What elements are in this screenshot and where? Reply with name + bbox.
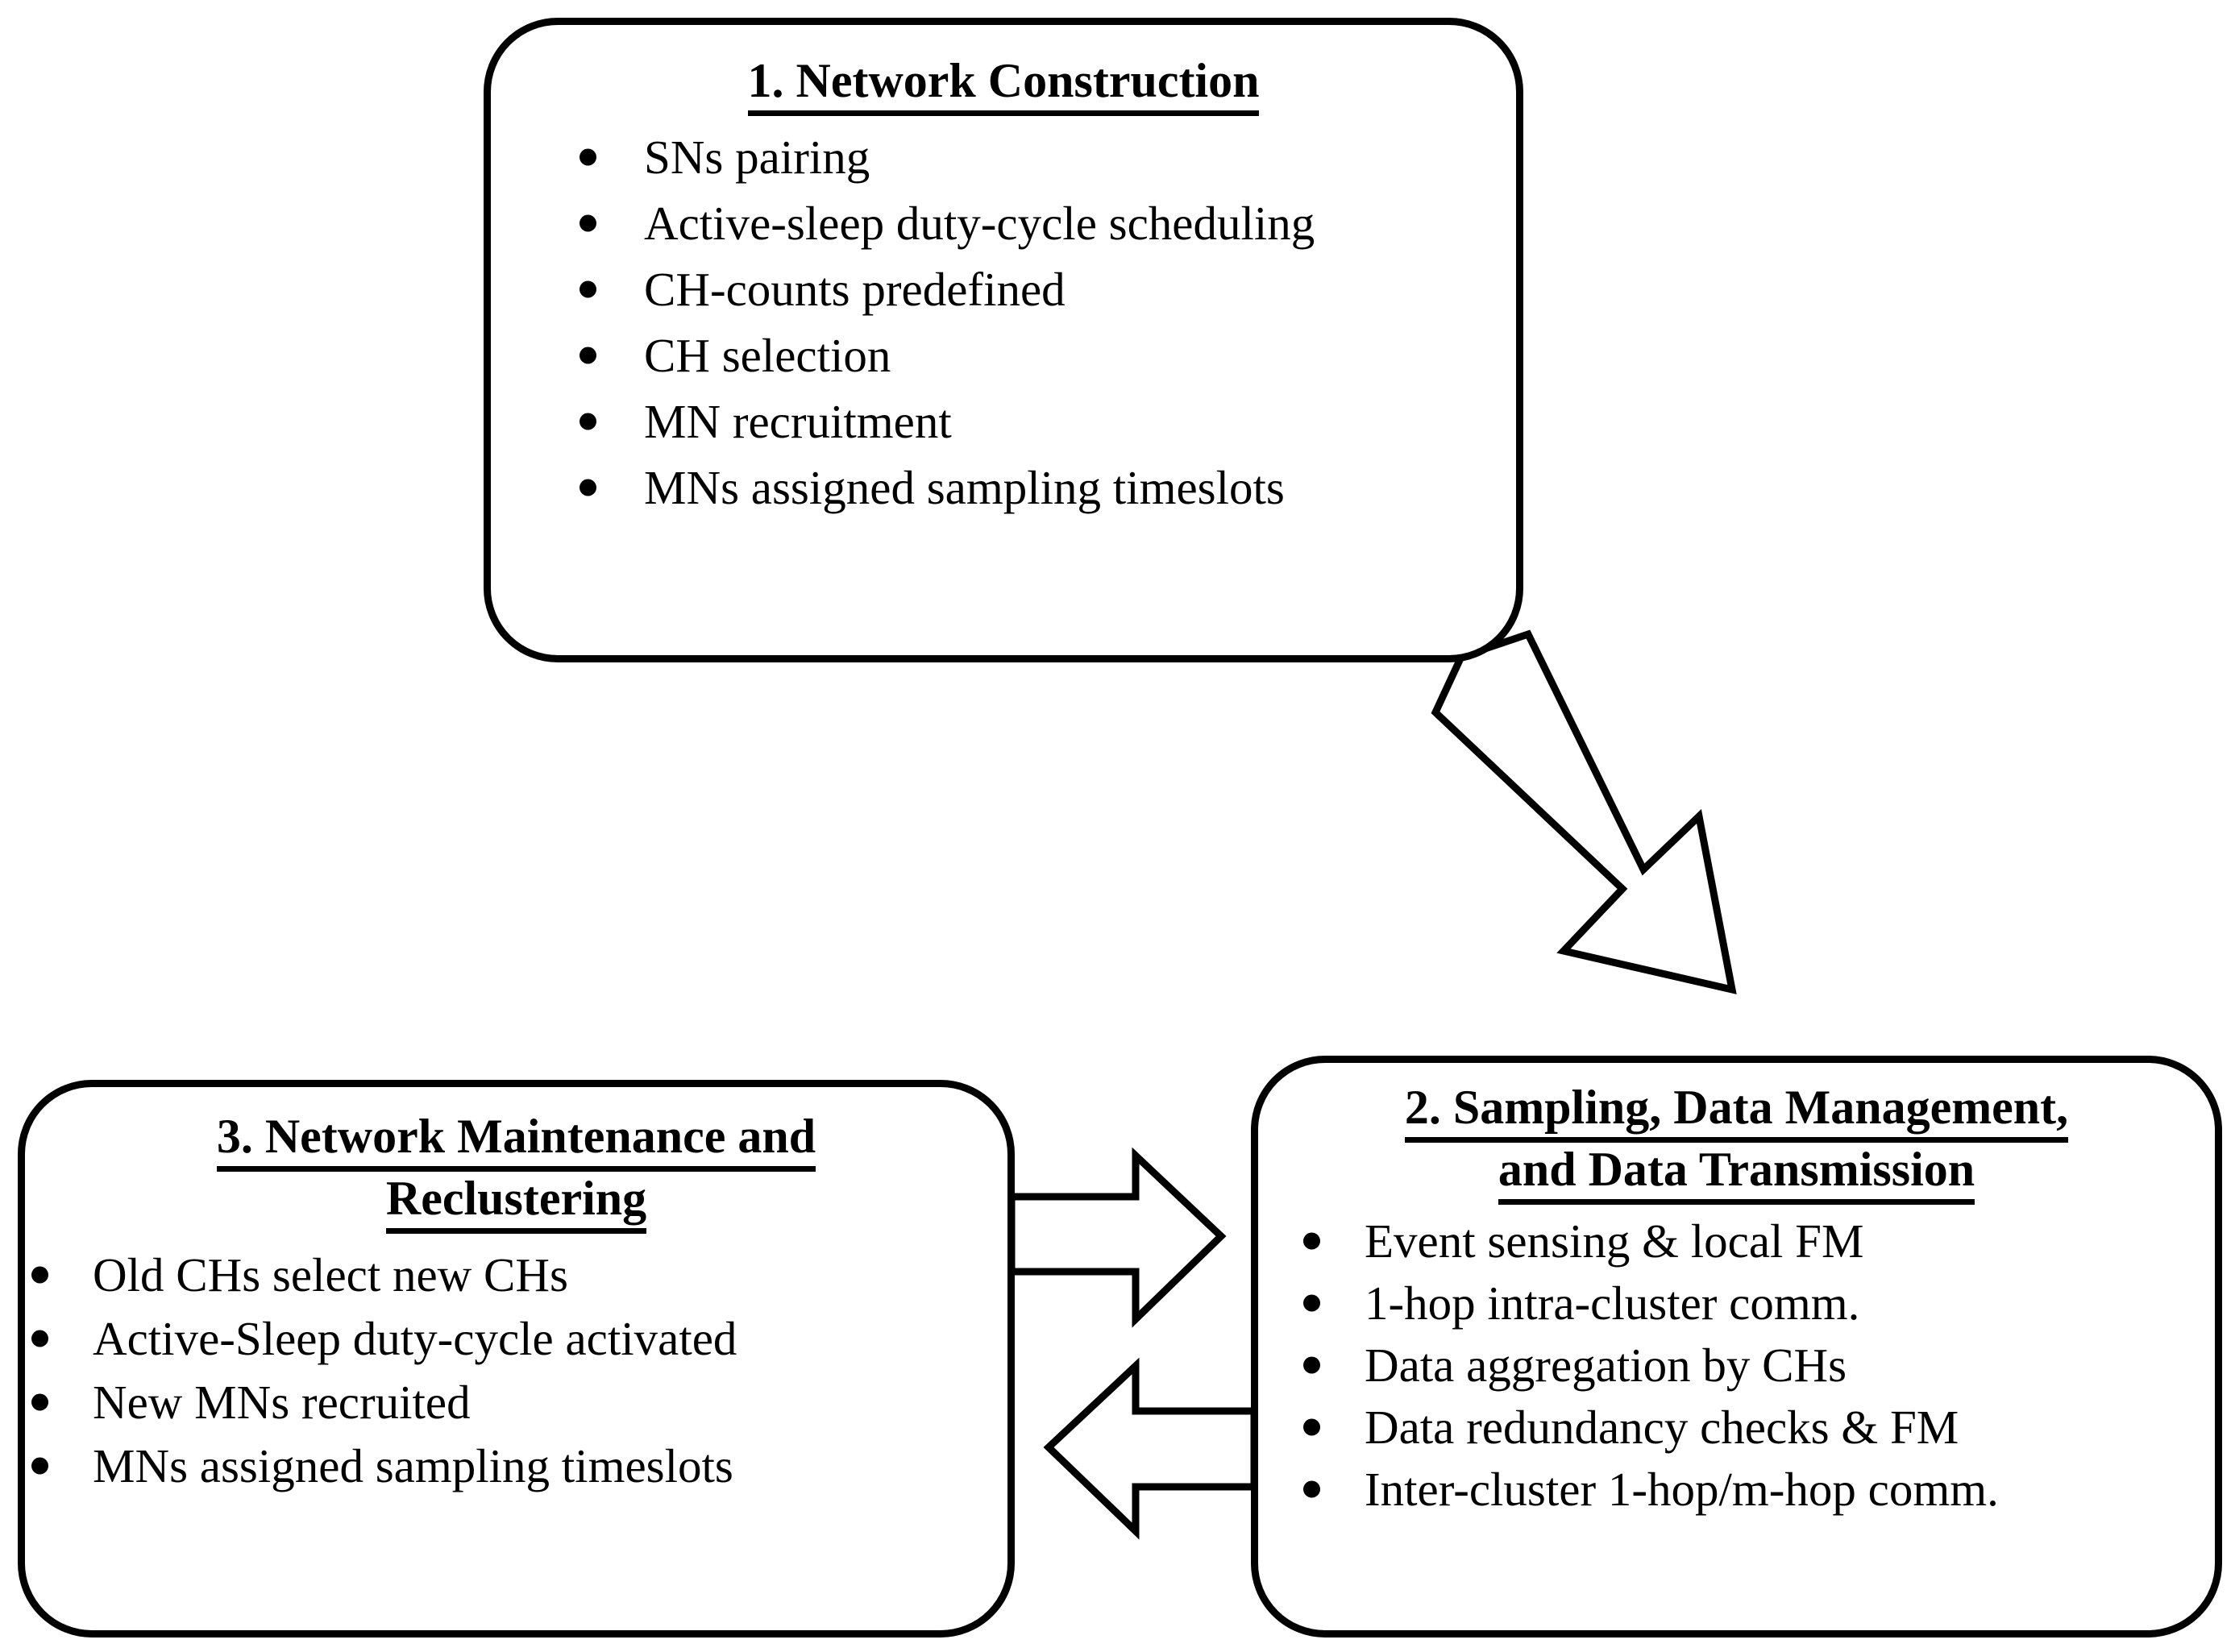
list-item: Data redundancy checks & FM [1303,1400,2215,1454]
phase-1-title-line-1: 1. Network Construction [747,54,1260,116]
list-item: MN recruitment [580,394,1516,448]
bullet-label: CH-counts predefined [644,262,1066,316]
phase-3-box[interactable]: 3. Network Maintenance and Reclustering … [18,1080,1015,1637]
bullet-label: MNs assigned sampling timeslots [644,460,1285,514]
phase-1-box[interactable]: 1. Network Construction SNs pairing Acti… [484,18,1523,662]
bullet-label: CH selection [644,328,891,382]
list-item: SNs pairing [580,130,1516,184]
bullet-icon [31,1393,48,1411]
list-item: CH selection [580,328,1516,382]
list-item: 1-hop intra-cluster comm. [1303,1276,2215,1330]
right-arrow [1007,1147,1227,1328]
bullet-label: Data redundancy checks & FM [1365,1400,1959,1454]
bullet-icon [31,1457,48,1475]
bullet-label: 1-hop intra-cluster comm. [1365,1276,1860,1330]
list-item: CH-counts predefined [580,262,1516,316]
bullet-icon [31,1330,48,1347]
phase-1-title: 1. Network Construction [491,54,1516,116]
list-item: Data aggregation by CHs [1303,1338,2215,1392]
list-item: MNs assigned sampling timeslots [31,1442,1007,1490]
bullet-icon [580,347,596,364]
phase-2-bullet-list: Event sensing & local FM 1-hop intra-clu… [1258,1214,2215,1516]
list-item: Old CHs select new CHs [31,1251,1007,1299]
phase-2-title: 2. Sampling, Data Management, and Data T… [1258,1081,2215,1205]
phase-2-title-line-1: 2. Sampling, Data Management, [1404,1081,2069,1143]
bullet-label: Event sensing & local FM [1365,1214,1864,1268]
phase-3-title-line-2: Reclustering [385,1172,647,1234]
bullet-icon [1303,1480,1320,1498]
bullet-icon [31,1266,48,1284]
bullet-icon [580,413,596,430]
bullet-icon [580,479,596,496]
list-item: Inter-cluster 1-hop/m-hop comm. [1303,1462,2215,1516]
bullet-label: New MNs recruited [93,1375,471,1429]
list-item: Active-Sleep duty-cycle activated [31,1311,1007,1365]
phase-2-box[interactable]: 2. Sampling, Data Management, and Data T… [1251,1056,2222,1637]
bullet-icon [580,214,596,232]
list-item: Event sensing & local FM [1303,1214,2215,1268]
diagonal-down-right-arrow [1431,629,1737,994]
bullet-label: SNs pairing [644,130,870,184]
list-item: Active-sleep duty-cycle scheduling [580,196,1516,250]
phase-1-bullet-list: SNs pairing Active-sleep duty-cycle sche… [491,130,1516,514]
bullet-label: Inter-cluster 1-hop/m-hop comm. [1365,1462,1999,1516]
bullet-icon [1303,1294,1320,1312]
bullet-label: Old CHs select new CHs [93,1247,568,1301]
bullet-label: MN recruitment [644,394,952,448]
bullet-label: Data aggregation by CHs [1365,1338,1847,1392]
list-item: New MNs recruited [31,1375,1007,1429]
list-item: MNs assigned sampling timeslots [580,460,1516,514]
bullet-label: MNs assigned sampling timeslots [93,1438,733,1492]
phase-3-title: 3. Network Maintenance and Reclustering [25,1110,1007,1234]
bullet-label: Active-Sleep duty-cycle activated [93,1311,737,1365]
bullet-icon [1303,1418,1320,1436]
bullet-icon [1303,1356,1320,1374]
phase-3-bullet-list: Old CHs select new CHs Active-Sleep duty… [25,1251,1007,1490]
phase-3-title-line-1: 3. Network Maintenance and [216,1110,816,1172]
bullet-icon [580,280,596,298]
phase-2-title-line-2: and Data Transmission [1498,1143,1975,1205]
bullet-icon [580,148,596,166]
bullet-label: Active-sleep duty-cycle scheduling [644,196,1315,250]
left-arrow [1043,1357,1258,1540]
bullet-icon [1303,1232,1320,1250]
